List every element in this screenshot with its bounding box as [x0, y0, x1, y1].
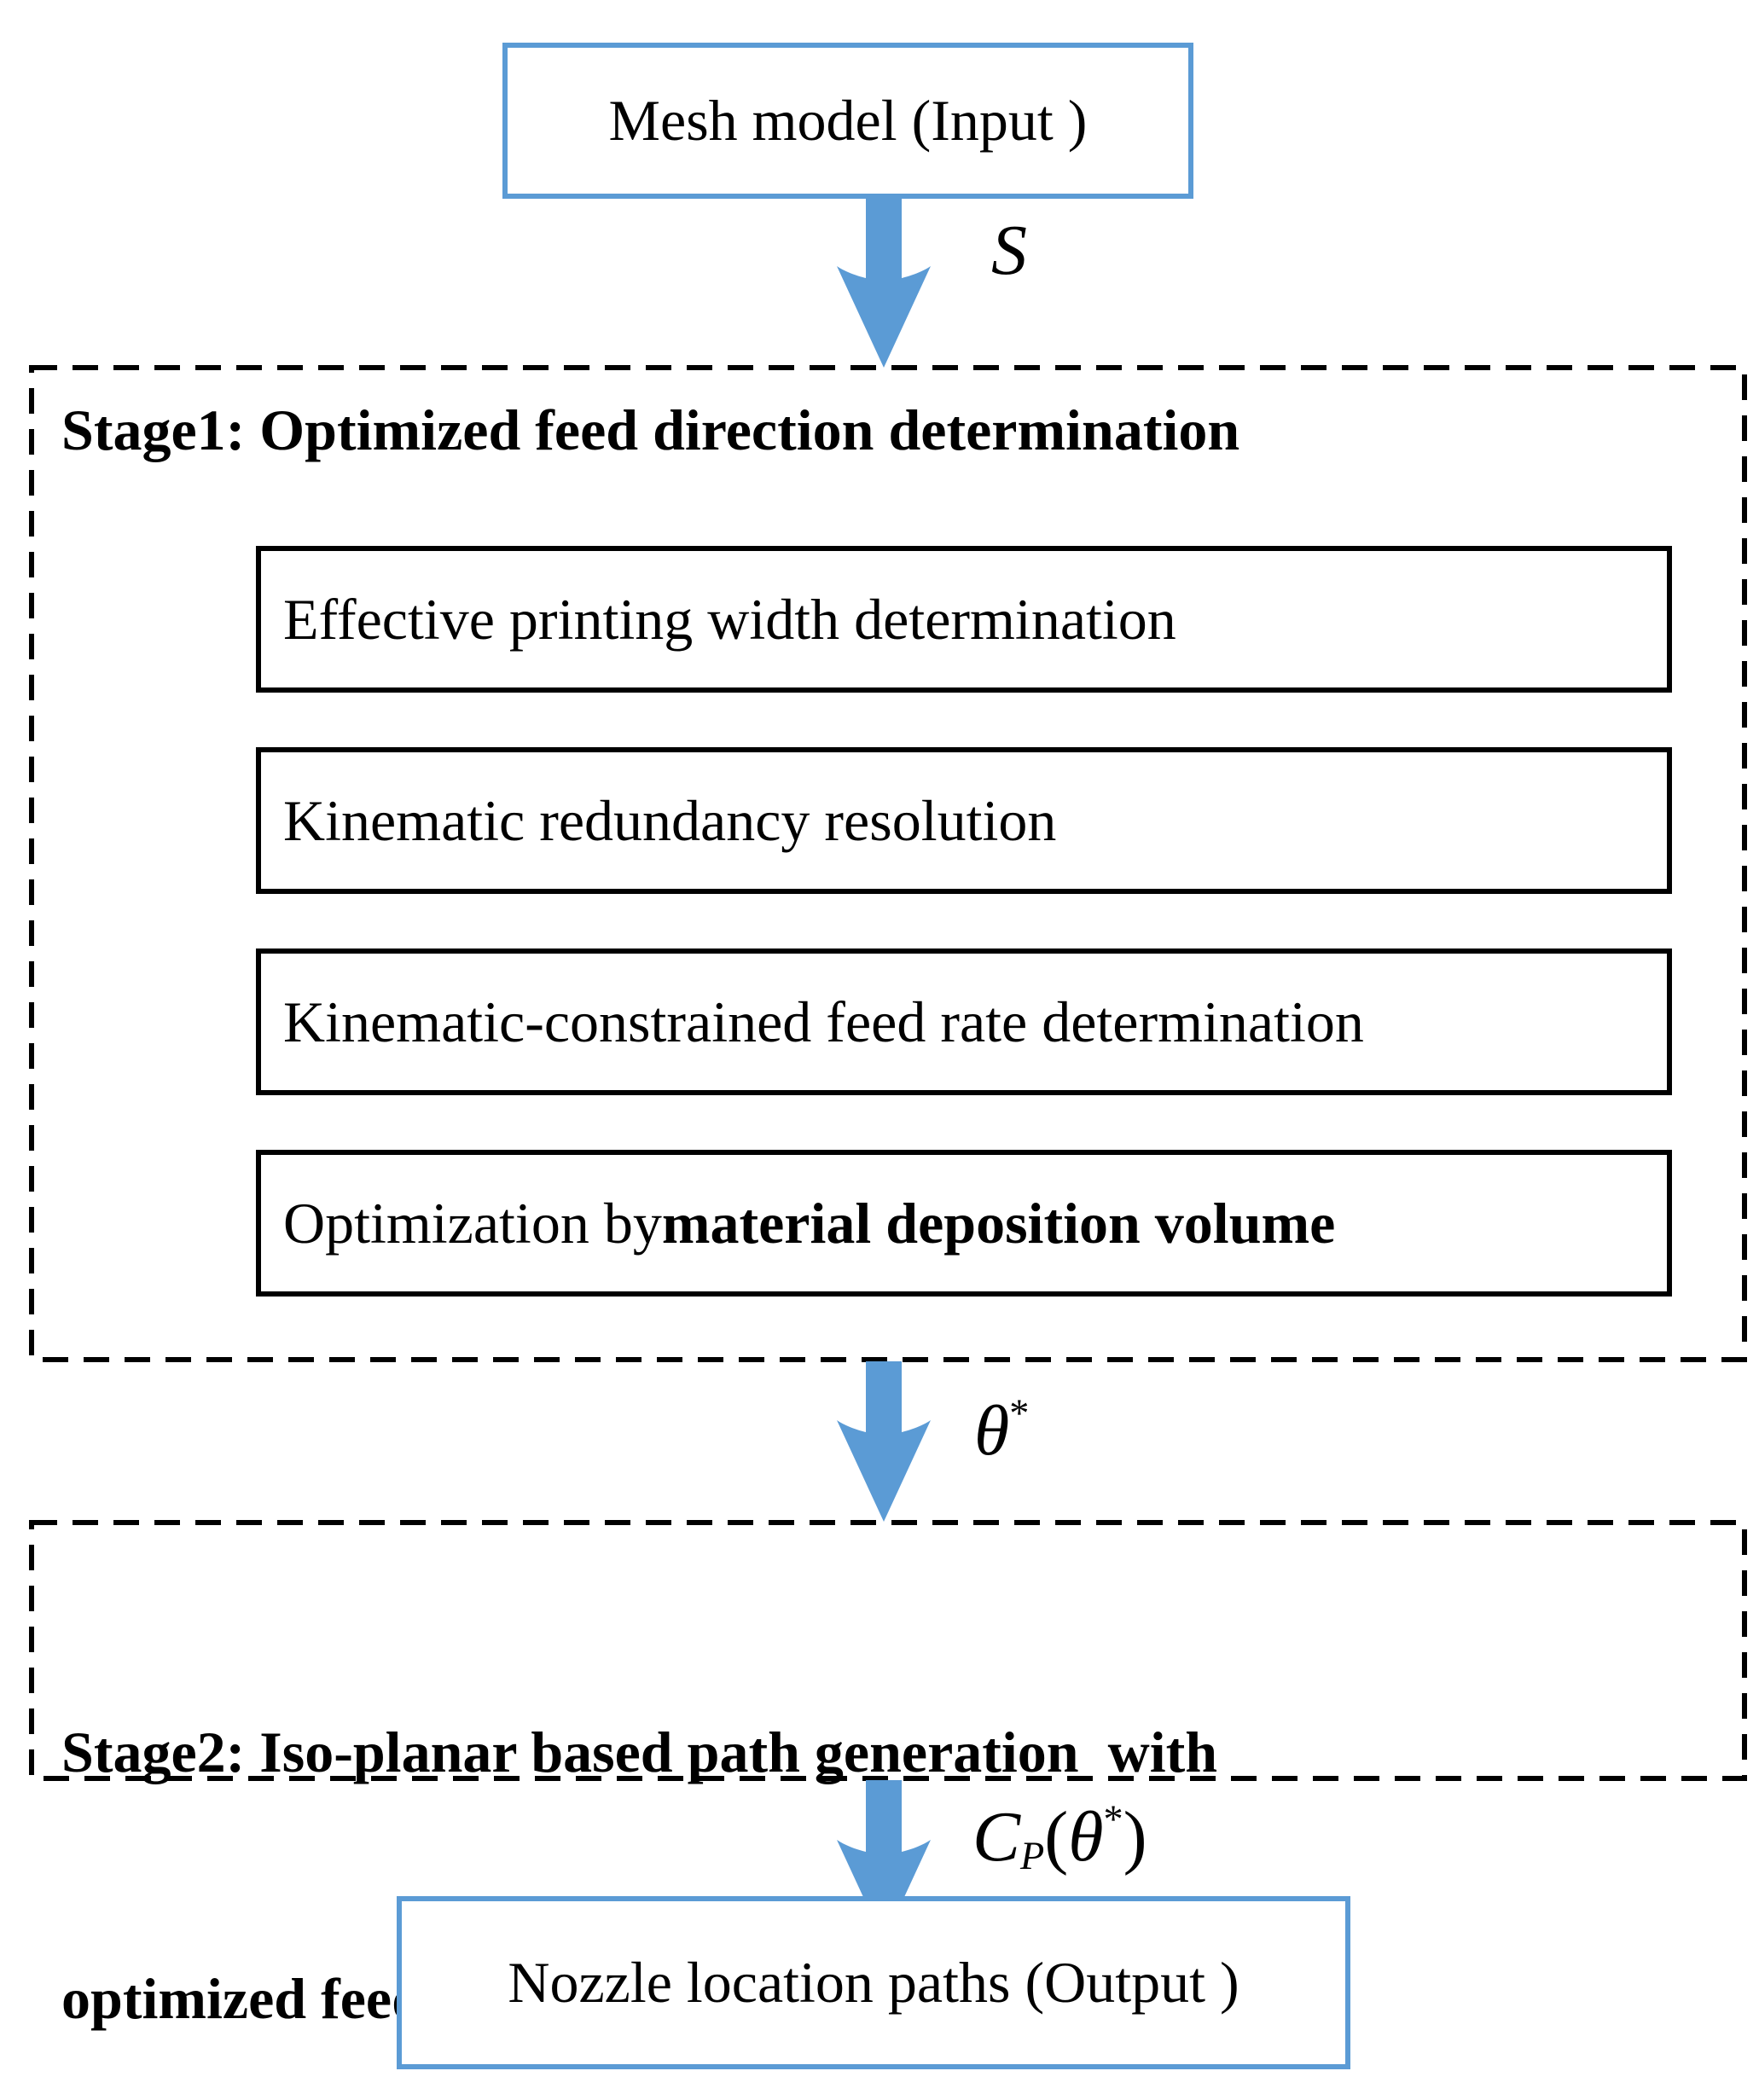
step-box-optimization-deposition-volume: Optimization by material deposition volu… — [256, 1150, 1672, 1297]
step-label: Kinematic-constrained feed rate determin… — [283, 989, 1364, 1054]
cp-symbol: C — [972, 1797, 1021, 1877]
input-box: Mesh model (Input ) — [502, 43, 1193, 199]
down-arrow-icon-input — [837, 199, 931, 368]
step-label-prefix: Optimization by — [283, 1190, 662, 1256]
stage1-title: Stage1: Optimized feed direction determi… — [61, 397, 1240, 462]
cp-theta-superscript: * — [1103, 1796, 1123, 1841]
input-box-label: Mesh model (Input ) — [608, 88, 1088, 154]
s-symbol: S — [991, 211, 1027, 290]
cp-subscript: P — [1020, 1834, 1045, 1878]
step-box-feed-rate-determination: Kinematic-constrained feed rate determin… — [256, 948, 1672, 1095]
output-box-label: Nozzle location paths (Output ) — [508, 1950, 1239, 2016]
step-label: Effective printing width determination — [283, 586, 1176, 652]
cp-paren-open: ( — [1044, 1797, 1069, 1877]
step-box-effective-printing-width: Effective printing width determination — [256, 546, 1672, 693]
theta-superscript: * — [1009, 1390, 1030, 1435]
arrow-label-theta: θ* — [974, 1393, 1029, 1467]
theta-symbol: θ — [974, 1391, 1010, 1471]
output-box: Nozzle location paths (Output ) — [397, 1896, 1350, 2069]
cp-theta-symbol: θ — [1068, 1797, 1104, 1877]
cp-paren-close: ) — [1123, 1797, 1147, 1877]
step-box-kinematic-redundancy: Kinematic redundancy resolution — [256, 747, 1672, 894]
stage2-dashed-border — [29, 1520, 1747, 1781]
step-label-bold: material deposition volume — [661, 1190, 1336, 1256]
arrow-label-s: S — [991, 215, 1027, 287]
stage1-dashed-border — [29, 365, 1747, 1362]
down-arrow-icon-theta — [837, 1361, 931, 1522]
down-arrow-icon-output — [837, 1780, 931, 1941]
stage2-title-line-1: Stage2: Iso-planar based path generation… — [61, 1720, 1218, 1785]
step-label: Kinematic redundancy resolution — [283, 787, 1057, 853]
arrow-label-cp: CP(θ*) — [972, 1799, 1147, 1876]
